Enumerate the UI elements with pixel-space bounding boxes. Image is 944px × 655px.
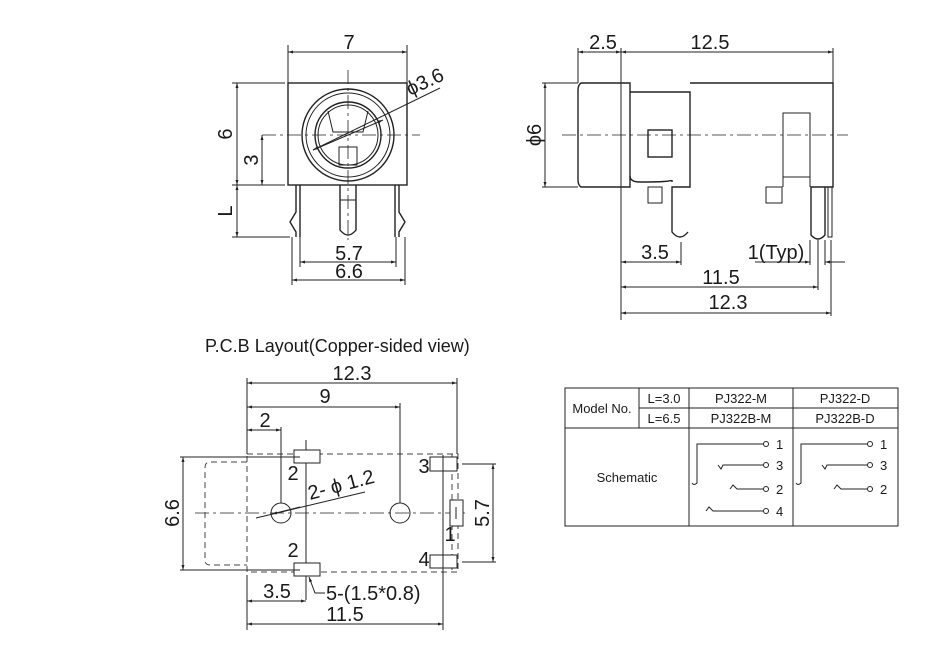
dim-3-5: 3.5 bbox=[641, 242, 669, 264]
footprint-outline bbox=[246, 453, 459, 573]
left-pin bbox=[289, 185, 301, 237]
dim-arrow bbox=[271, 506, 301, 515]
terminal-4 bbox=[763, 508, 769, 514]
pin-1: 1 bbox=[776, 437, 783, 452]
table-border bbox=[564, 387, 899, 527]
dim-arrow bbox=[312, 119, 384, 151]
front-collar bbox=[577, 82, 631, 188]
terminal-3 bbox=[867, 462, 873, 468]
tab-right bbox=[765, 186, 783, 204]
model-pj322-d: PJ322-D bbox=[820, 391, 871, 406]
length-6-5: L=6.5 bbox=[648, 411, 681, 426]
dim-7: 7 bbox=[343, 32, 354, 54]
ring-line bbox=[833, 484, 867, 490]
pcb-layout-title: P.C.B Layout(Copper-sided view) bbox=[205, 336, 470, 356]
thin-pin bbox=[827, 186, 833, 238]
rear-body bbox=[690, 82, 834, 240]
dim-11-5: 11.5 bbox=[702, 267, 739, 289]
schematic-d: 1 3 2 bbox=[795, 437, 887, 497]
dim-dia-6: ϕ6 bbox=[524, 124, 546, 146]
sleeve-line bbox=[795, 443, 867, 485]
pin-1: 1 bbox=[880, 437, 887, 452]
tip-line bbox=[717, 464, 763, 470]
pin-label-3: 3 bbox=[418, 456, 429, 478]
model-no-label: Model No. bbox=[572, 401, 631, 416]
sleeve-line bbox=[691, 443, 763, 485]
dim-line-dia bbox=[312, 87, 441, 151]
dim-6: 6 bbox=[215, 128, 237, 139]
terminal-1 bbox=[867, 441, 873, 447]
tip-line bbox=[821, 464, 867, 470]
pin-label-2-bottom: 2 bbox=[287, 540, 298, 562]
dim-12-3: 12.3 bbox=[333, 363, 372, 385]
dim-3-5: 3.5 bbox=[263, 581, 291, 603]
dim-1-typ: 1(Typ) bbox=[748, 242, 805, 264]
tab-left bbox=[647, 186, 663, 204]
middle-section bbox=[629, 91, 691, 238]
collar-outline bbox=[204, 461, 247, 566]
model-pj322b-m: PJ322B-M bbox=[711, 411, 772, 426]
ring-line bbox=[729, 484, 763, 490]
pin-label-4: 4 bbox=[418, 549, 429, 571]
pcb-layout: P.C.B Layout(Copper-sided view) 2 2 3 1 … bbox=[162, 336, 496, 630]
pin-2: 2 bbox=[776, 482, 783, 497]
dim-l: L bbox=[215, 205, 237, 216]
front-view: 7 6 3 L ϕ3.6 5.7 6.6 bbox=[215, 32, 447, 285]
dim-5-7: 5.7 bbox=[335, 243, 363, 265]
terminal-3 bbox=[763, 462, 769, 468]
leader-pad-size bbox=[308, 576, 325, 594]
dim-5-7: 5.7 bbox=[472, 499, 494, 527]
terminal-2 bbox=[867, 486, 873, 492]
dim-hole: 2- ϕ 1.2 bbox=[306, 466, 377, 505]
pin-3: 3 bbox=[776, 458, 783, 473]
pin-label-1: 1 bbox=[444, 524, 455, 546]
switch-line bbox=[705, 506, 763, 512]
dim-9: 9 bbox=[319, 386, 330, 408]
terminal-1 bbox=[763, 441, 769, 447]
dim-11-5: 11.5 bbox=[326, 604, 363, 626]
dim-6-6: 6.6 bbox=[162, 499, 184, 527]
pin-4: 4 bbox=[776, 504, 783, 519]
pin-3: 3 bbox=[880, 458, 887, 473]
dim-pad-size: 5-(1.5*0.8) bbox=[326, 583, 421, 605]
right-pin bbox=[394, 185, 406, 237]
dim-2-5: 2.5 bbox=[589, 32, 617, 54]
model-pj322b-d: PJ322B-D bbox=[815, 411, 874, 426]
center-pin bbox=[339, 185, 357, 236]
pin-2: 2 bbox=[880, 482, 887, 497]
dim-12-3: 12.3 bbox=[709, 292, 748, 314]
dim-3: 3 bbox=[241, 154, 263, 165]
rear-slot bbox=[782, 112, 811, 187]
dim-6-6: 6.6 bbox=[335, 261, 363, 283]
dim-2: 2 bbox=[259, 410, 270, 432]
side-window bbox=[647, 129, 673, 158]
model-table: Model No. L=3.0 L=6.5 PJ322-M PJ322-D PJ… bbox=[564, 387, 899, 527]
schematic-m: 1 3 2 4 bbox=[691, 437, 783, 519]
schematic-label: Schematic bbox=[597, 470, 658, 485]
front-body bbox=[287, 82, 408, 186]
length-3-0: L=3.0 bbox=[648, 391, 681, 406]
pin-label-2-top: 2 bbox=[287, 463, 298, 485]
side-view: 2.5 12.5 ϕ6 3.5 1(Typ) 11.5 12.3 bbox=[524, 32, 848, 320]
terminal-2 bbox=[763, 486, 769, 492]
model-pj322-m: PJ322-M bbox=[715, 391, 767, 406]
dim-12-5: 12.5 bbox=[691, 32, 730, 54]
